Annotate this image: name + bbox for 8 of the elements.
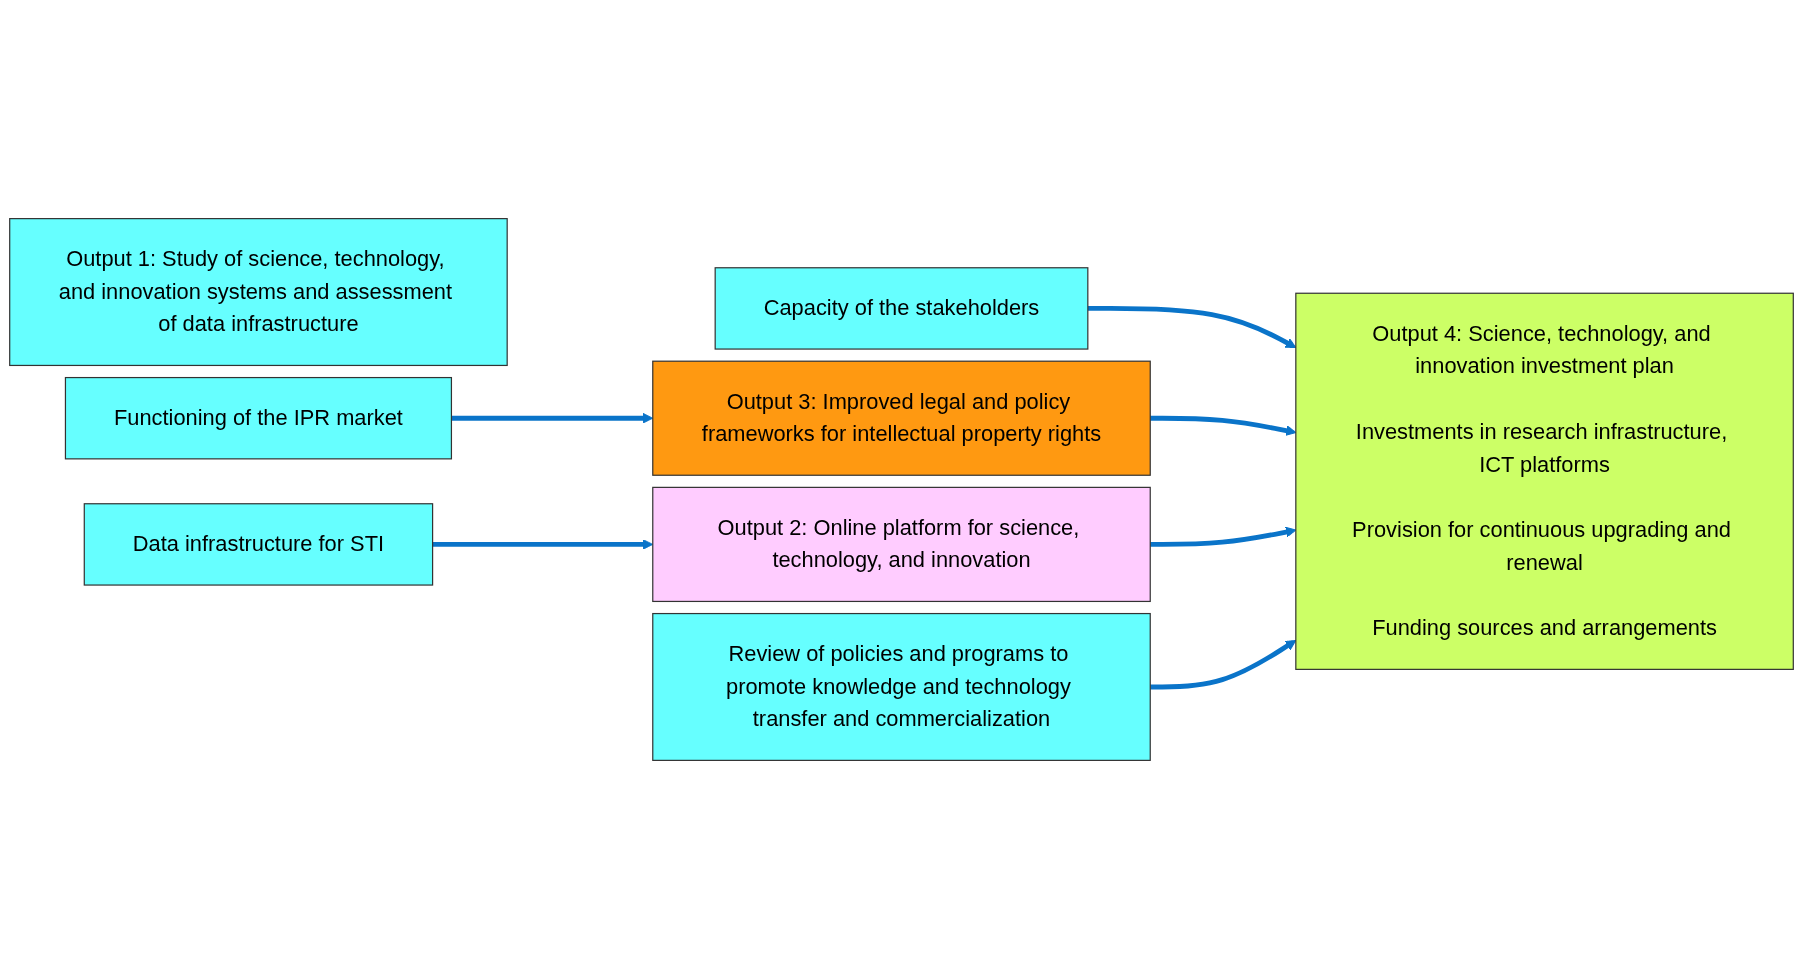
node-box: Output 2: Online platform for science, technology, and innovation — [652, 486, 1151, 603]
node-box: Capacity of the stakeholders — [714, 267, 1089, 350]
node-box: Output 1: Study of science, technology, and innovation systems and assessment of data infrastructure — [9, 218, 508, 367]
node-box: Output 3: Improved legal and policy frameworks for intellectual property rights — [652, 360, 1151, 476]
node-box: Functioning of the IPR market — [64, 376, 453, 460]
node-box: Review of policies and programs to promote knowledge and technology transfer and commercialization — [652, 612, 1151, 761]
node-box: Output 4: Science, technology, and innovation investment plan Investments in research infrastructure, ICT platforms Provision for continuous upgrading and renewal Funding sources and arrangements — [1295, 292, 1794, 670]
node-box: Data infrastructure for STI — [83, 503, 434, 586]
